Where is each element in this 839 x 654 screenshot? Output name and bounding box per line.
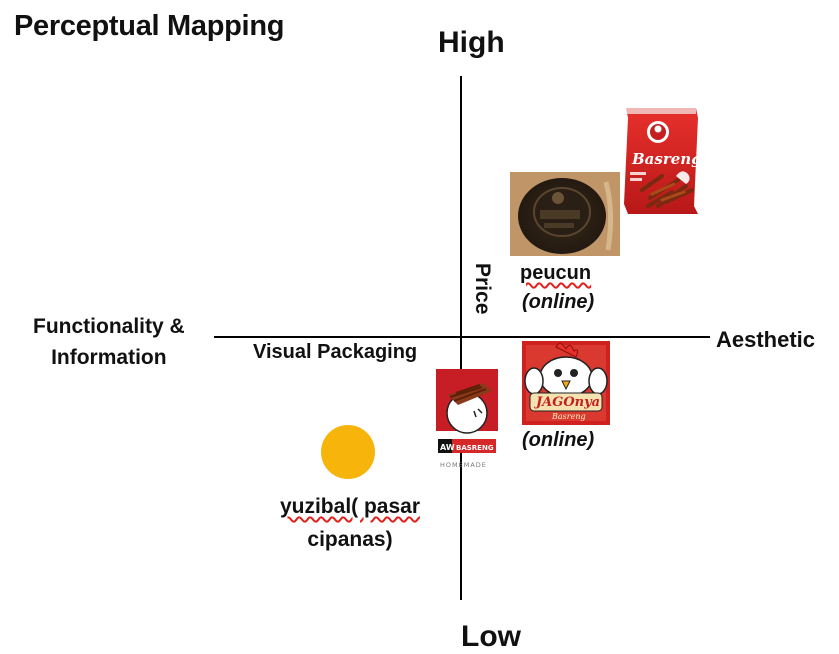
aw-badge-left: AW [440,443,455,452]
axis-label-high: High [438,26,505,59]
axis-label-price: Price [471,263,494,315]
axis-label-price-container: Price [468,263,494,333]
peucun-channel: (online) [522,291,595,313]
peucun-name: peucun [520,262,591,285]
yuzibal-label: yuzibal( pasar cipanas) [262,490,438,556]
jagonya-logo: JAGOnya Basreng [522,341,610,425]
basreng-bag-image: Basreng [624,108,700,214]
basreng-bag-logo: Basreng [631,150,700,168]
axis-label-visual-packaging: Visual Packaging [253,341,418,363]
horizontal-axis [214,336,710,338]
jagonya-logo-sub: Basreng [551,412,586,421]
axis-label-functionality-line1: Functionality & [33,315,185,338]
yuzibal-label-line2: cipanas) [307,528,393,551]
axis-label-functionality: Functionality & Information [33,311,185,373]
axis-label-functionality-line2: Information [51,346,167,369]
peucun-name-text: peucun [520,262,592,284]
yuzibal-marker [321,425,375,479]
peucun-package-image [510,172,620,256]
jagonya-channel: (online) [522,429,595,451]
aw-badge-right: BASRENG [456,444,494,452]
yuzibal-label-line1: yuzibal( pasar [262,490,438,523]
axis-label-aesthetic: Aesthetic [716,327,816,352]
axis-label-low: Low [461,620,521,653]
aw-basreng-logo: AW BASRENG HOMEMADE [436,369,498,469]
yuzibal-label-line1-text: yuzibal( pasar [279,495,421,518]
jagonya-logo-text: JAGOnya [533,395,600,410]
aw-tagline: HOMEMADE [440,461,487,469]
vertical-axis [460,76,462,600]
page-title: Perceptual Mapping [14,10,285,42]
